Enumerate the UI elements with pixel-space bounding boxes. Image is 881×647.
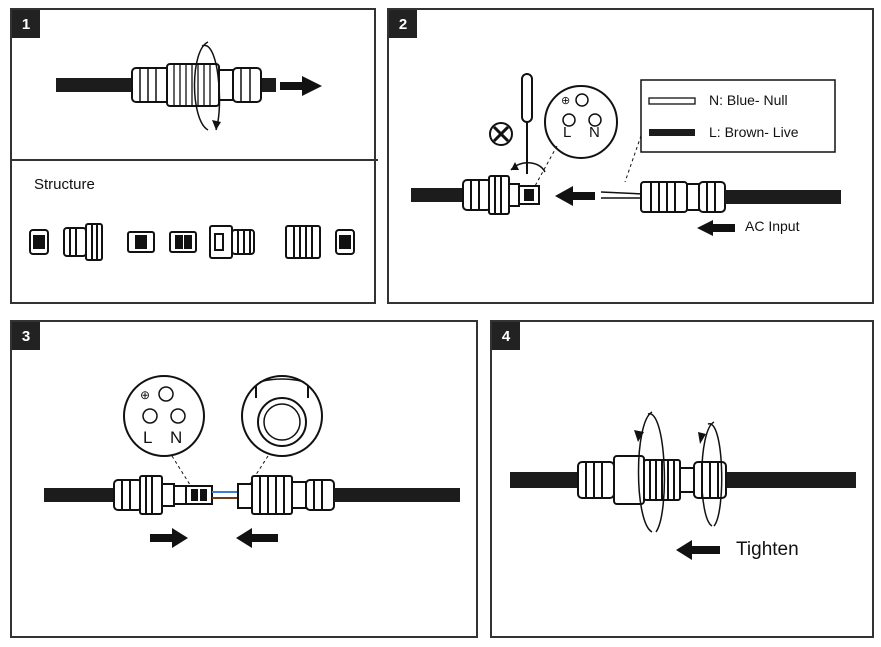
- tighten-label: Tighten: [736, 539, 799, 560]
- part-female-insert: [127, 231, 155, 253]
- ac-input-label: AC Input: [745, 218, 800, 234]
- cable-left: [44, 488, 124, 502]
- step-1-panel: 1: [10, 8, 378, 304]
- step-3-illustration: [44, 375, 460, 548]
- wire-legend: [640, 79, 836, 153]
- step-3-badge: 3: [12, 322, 40, 350]
- socket-face-diagram: [544, 85, 618, 159]
- step-4-illustration: [510, 411, 856, 560]
- socket-l-label: L: [563, 124, 572, 141]
- legend-live-label: L: Brown- Live: [709, 124, 799, 140]
- coupling-front-diagram: [241, 375, 323, 457]
- arrow-right-icon: [280, 76, 322, 96]
- socket-n-label: N: [170, 428, 183, 447]
- step-3-panel: 3: [10, 320, 478, 638]
- cable-left: [411, 188, 475, 202]
- rotate-arrow-icon: [637, 411, 723, 533]
- blue-wire-swatch: [648, 97, 696, 105]
- part-gland-body: [63, 223, 103, 261]
- step-4-panel: 4 Tighten: [490, 320, 874, 638]
- part-male-insert: [169, 231, 197, 253]
- assembled-connector: [577, 455, 727, 505]
- part-socket-housing: [209, 225, 255, 259]
- screwdriver-icon: [510, 73, 546, 174]
- cable-right: [725, 190, 841, 204]
- socket-face-diagram: [123, 375, 205, 457]
- prohibited-icon: [489, 122, 513, 146]
- gland-left: [113, 475, 213, 515]
- arrow-left-icon: [555, 186, 595, 206]
- step-4-badge: 4: [492, 322, 520, 350]
- part-nut-left: [29, 229, 49, 255]
- socket-l-label: L: [143, 428, 153, 447]
- socket-ground-symbol: ⊕: [561, 95, 571, 107]
- ac-input-arrow-icon: [697, 220, 735, 236]
- step-1-illustration: [12, 41, 378, 261]
- arrow-left-icon: [236, 528, 278, 548]
- arrow-right-icon: [150, 528, 188, 548]
- rotate-arrow-icon: [193, 41, 209, 131]
- step-2-panel: 2: [387, 8, 874, 304]
- step-1-badge: 1: [12, 10, 40, 38]
- brown-wire-swatch: [649, 129, 695, 136]
- structure-parts: [29, 223, 355, 261]
- assembled-connector: [131, 63, 262, 107]
- arrow-left-icon: [676, 540, 720, 560]
- socket-assembly-right: [237, 475, 335, 515]
- legend-neutral-label: N: Blue- Null: [709, 92, 788, 108]
- part-coupling-ring: [285, 225, 321, 259]
- gland-left: [462, 175, 540, 215]
- socket-n-label: N: [589, 124, 600, 141]
- cable-right: [334, 488, 460, 502]
- gland-right: [640, 181, 726, 213]
- part-nut-right: [335, 229, 355, 255]
- structure-title: Structure: [34, 176, 95, 193]
- step-2-badge: 2: [389, 10, 417, 38]
- socket-ground-symbol: ⊕: [140, 388, 151, 402]
- step-2-illustration: [411, 73, 841, 236]
